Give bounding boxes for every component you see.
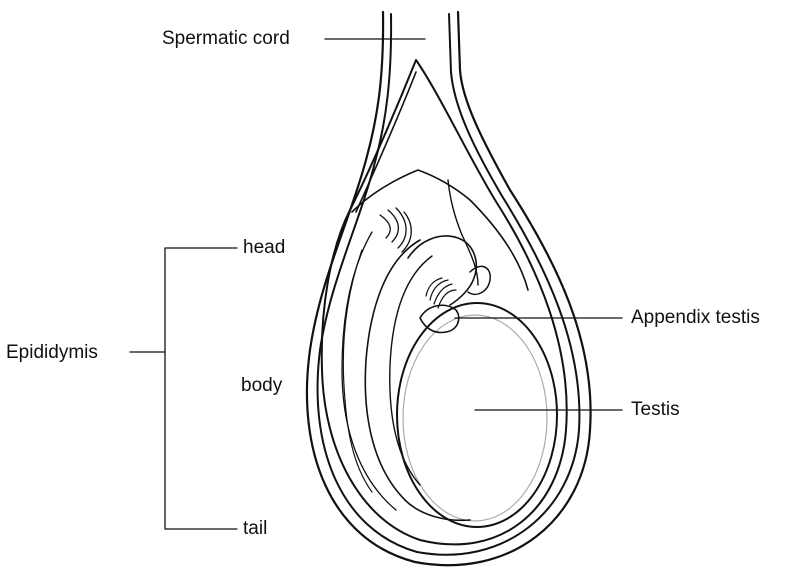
epididymis-body-label: body xyxy=(241,375,282,397)
epididymis-coils xyxy=(380,208,411,252)
epididymis-tail-label: tail xyxy=(243,518,267,540)
appendix-epididymis xyxy=(468,266,490,294)
epididymis-bracket xyxy=(165,248,237,529)
testis-label: Testis xyxy=(631,399,680,421)
epididymis-head-crest xyxy=(408,236,476,305)
testis-oval xyxy=(397,303,557,527)
tunica-vaginalis-inner xyxy=(356,72,416,212)
epididymis-body xyxy=(365,240,470,520)
epididymis-head-cap xyxy=(352,170,528,290)
appendix-testis-label: Appendix testis xyxy=(631,307,760,329)
scrotal-sac-outer-outline xyxy=(307,12,591,565)
testis-oval-inner xyxy=(403,315,547,521)
tunica-vaginalis xyxy=(322,60,567,544)
epididymis-label: Epididymis xyxy=(6,342,98,364)
epididymis-head-label: head xyxy=(243,237,285,259)
spermatic-cord-label: Spermatic cord xyxy=(162,28,290,50)
